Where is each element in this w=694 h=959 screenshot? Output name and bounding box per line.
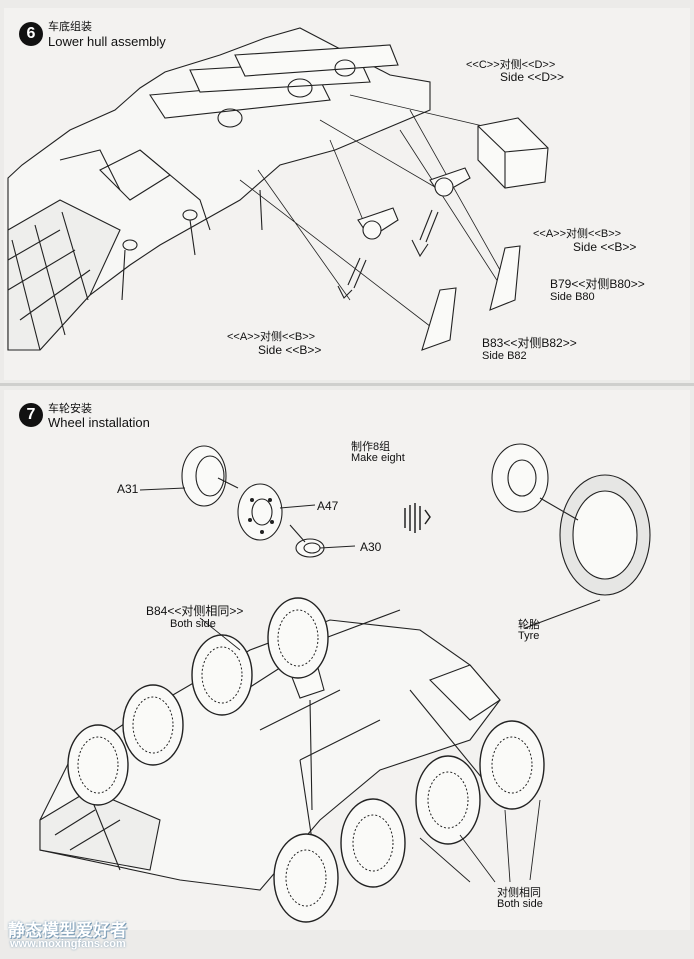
lower-hull-drawing (7, 27, 549, 351)
watermark-brand: 静态模型爱好者 (8, 921, 127, 940)
label-tyre-en: Tyre (518, 630, 540, 642)
label-make-en: Make eight (351, 452, 405, 464)
label-cd-en: Side <<D>> (500, 70, 565, 84)
label-ab-left-en: Side <<B>> (258, 343, 322, 357)
label-a30: A30 (360, 540, 382, 554)
label-b84-cn: B84<<对侧相同>> (146, 604, 244, 618)
label-both-en: Both side (497, 898, 543, 910)
label-make-cn: 制作8组 (351, 441, 391, 453)
step-7-title-cn: 车轮安装 (48, 402, 92, 415)
step-7-badge: 7 (19, 403, 43, 427)
section-divider (0, 383, 694, 386)
label-b83-cn: B83<<对侧B82>> (482, 336, 577, 350)
label-a47: A47 (317, 499, 339, 513)
label-b83-en: Side B82 (482, 350, 527, 362)
label-ab-left-cn: <<A>>对侧<<B>> (227, 331, 316, 343)
label-b79-cn: B79<<对侧B80>> (550, 277, 645, 291)
step-6-title-en: Lower hull assembly (48, 34, 166, 49)
label-ab-right-en: Side <<B>> (573, 240, 637, 254)
label-tyre-cn: 轮胎 (518, 619, 540, 631)
label-b79-en: Side B80 (550, 291, 595, 303)
step-6-title-cn: 车底组装 (48, 20, 92, 33)
step-7-title-en: Wheel installation (48, 415, 150, 430)
label-a31: A31 (117, 482, 139, 496)
label-both-cn: 对侧相同 (497, 887, 541, 899)
watermark-url: www.moxingfans.com (10, 938, 126, 950)
step-6-badge: 6 (19, 22, 43, 46)
label-b84-en: Both side (170, 618, 216, 630)
label-ab-right-cn: <<A>>对侧<<B>> (533, 228, 622, 240)
label-cd-cn: <<C>>对侧<<D>> (466, 59, 556, 71)
